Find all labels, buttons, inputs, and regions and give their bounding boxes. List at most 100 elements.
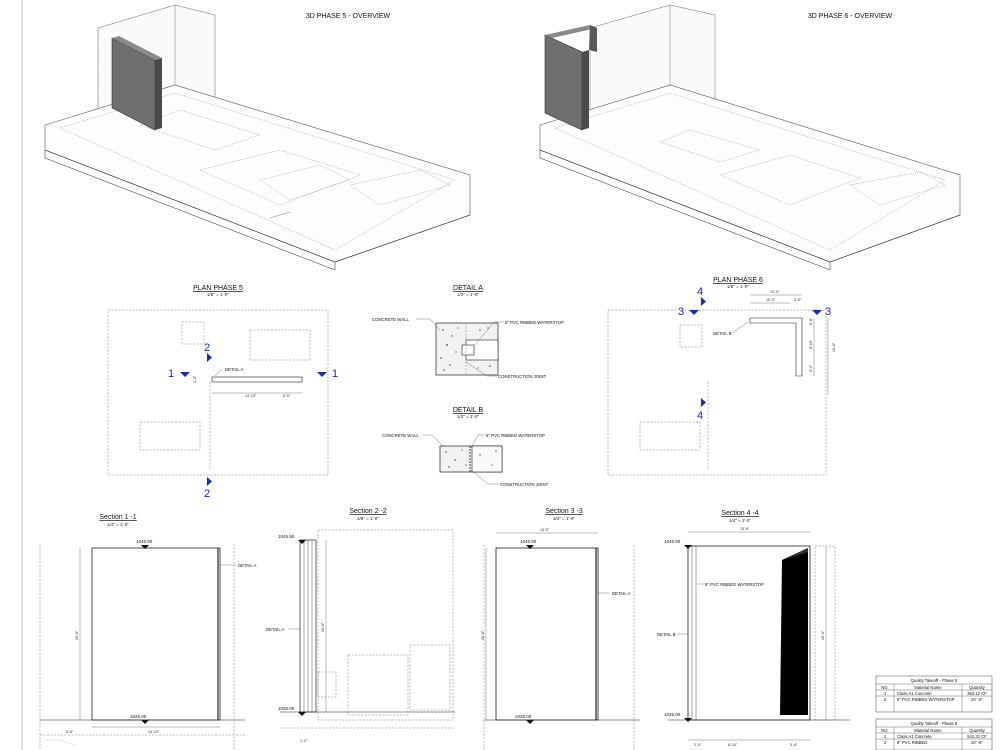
section1-elev-bot: 1025.00 bbox=[130, 714, 147, 719]
phase6-3d-title: 3D PHASE 6 - OVERVIEW bbox=[808, 13, 893, 20]
table6-cell: 1 bbox=[884, 734, 887, 739]
plan5-title: PLAN PHASE 5 bbox=[193, 285, 243, 292]
table5-cell: 353.12 CF bbox=[967, 691, 987, 696]
plan6-marker-4-bottom: 4 bbox=[697, 410, 703, 422]
table6-header-quantity: Quantity bbox=[969, 728, 986, 733]
section-3-3: Section 3 -3 1/4" = 1'-0" 13'-0" 1045.50… bbox=[481, 508, 640, 750]
section3-dim-h: 20'-6" bbox=[481, 630, 485, 640]
table5-cell: Class A1 Concrete bbox=[897, 691, 932, 696]
plan6-dim-b: 10'-0" bbox=[766, 298, 776, 302]
detail-a-scale: 1/2" = 1'-0" bbox=[457, 292, 479, 297]
section-1-1: Section 1 -1 1/4" = 1'-0" 1045.50 1025.0… bbox=[39, 514, 257, 750]
table5-cell: 1 bbox=[884, 691, 887, 696]
section2-detail-label: DETAIL A bbox=[266, 627, 285, 632]
plan5-marker-1-left: 1 bbox=[168, 368, 174, 380]
plan6-marker-3-right: 3 bbox=[825, 306, 831, 318]
table6-cell: 541.31 CF bbox=[967, 734, 987, 739]
takeoff-table-phase6: Quality Takeoff - Phase 6 NO. Material N… bbox=[875, 718, 993, 750]
section1-scale: 1/4" = 1'-0" bbox=[107, 522, 129, 527]
plan6-dim-e: 13'-6" bbox=[832, 342, 836, 352]
detail-b-note-wall: CONCRETE WALL bbox=[382, 433, 419, 438]
plan5-dim-b: 5'-5" bbox=[283, 394, 291, 398]
plan6-detail-label: DETAIL B bbox=[713, 331, 732, 336]
detail-b-note-waterstop: 6" PVC RIBBED WATERSTOP bbox=[486, 433, 545, 438]
section3-wall bbox=[495, 547, 599, 721]
section4-title: Section 4 -4 bbox=[721, 510, 758, 517]
phase6-3d-view: 3D PHASE 6 - OVERVIEW bbox=[539, 4, 961, 271]
table6-cell: 6" PVC RIBBED bbox=[897, 740, 927, 745]
section1-wall bbox=[91, 547, 221, 721]
plan6-dim-c: 2'-0" bbox=[794, 298, 802, 302]
section4-dim-b2: 3'-4" bbox=[790, 743, 798, 747]
section1-title: Section 1 -1 bbox=[99, 514, 136, 521]
section2-title: Section 2 -2 bbox=[349, 508, 386, 515]
section3-scale: 1/4" = 1'-0" bbox=[553, 516, 575, 521]
plan5-dim-c: 1'-2" bbox=[193, 375, 197, 383]
plan5-marker-2-top: 2 bbox=[204, 342, 210, 354]
section4-black-wedge bbox=[780, 548, 808, 715]
detail-b-title: DETAIL B bbox=[453, 407, 484, 414]
section4-scale: 1/4" = 1'-0" bbox=[729, 518, 751, 523]
section1-dim-w: 14'-10" bbox=[148, 730, 160, 734]
plan6-title: PLAN PHASE 6 bbox=[713, 277, 763, 284]
plan5-wall bbox=[211, 376, 303, 383]
detail-a-title: DETAIL A bbox=[453, 285, 483, 292]
plan5-marker-2-bottom: 2 bbox=[204, 488, 210, 500]
section4-dim-b3: 2'-0" bbox=[694, 743, 702, 747]
table6-cell: 20' -6" bbox=[971, 740, 983, 745]
section3-elev-top: 1045.50 bbox=[520, 539, 537, 544]
section3-title: Section 3 -3 bbox=[545, 508, 582, 515]
table5-cell: 2 bbox=[884, 697, 887, 702]
plan6-dim-f: 3'-4" bbox=[809, 364, 813, 372]
detail-b: DETAIL B 1/2" = 1'-0" CONCRETE WALL 6" P… bbox=[382, 407, 549, 487]
plan5-scale: 1/8" = 1'-0" bbox=[207, 292, 229, 297]
section4-dim-b1: 8'-10" bbox=[728, 743, 738, 747]
plan-phase6: PLAN PHASE 6 1/8" = 1'-0" DETAIL B 13'-0… bbox=[607, 277, 836, 476]
plan5-marker-1-right: 1 bbox=[332, 368, 338, 380]
table5-title: Quality Takeoff - Phase 5 bbox=[911, 678, 958, 683]
section1-dim-h: 20'-6" bbox=[75, 630, 79, 640]
detail-a: DETAIL A 1/2" = 1'-0" CONCRETE WALL 6" P… bbox=[372, 285, 564, 379]
phase5-3d-title: 3D PHASE 5 - OVERVIEW bbox=[306, 13, 391, 20]
section3-detail-label: DETAIL A bbox=[612, 591, 631, 596]
section2-dim-b: 1'-2" bbox=[300, 739, 308, 743]
takeoff-table-phase5: Quality Takeoff - Phase 5 NO. Material N… bbox=[875, 675, 993, 713]
plan6-dim-d: 8'-10" bbox=[809, 339, 813, 349]
section4-detail-label: DETAIL B bbox=[657, 632, 676, 637]
table5-cell: 20' -6" bbox=[971, 697, 983, 702]
plan6-marker-3-left: 3 bbox=[678, 306, 684, 318]
detail-b-scale: 1/2" = 1'-0" bbox=[457, 414, 479, 419]
table5-header-no: NO. bbox=[881, 685, 888, 690]
plan-phase5: PLAN PHASE 5 1/8" = 1'-0" DETAIL A 14'-1… bbox=[107, 285, 338, 500]
plan5-dim-a: 14'-10" bbox=[245, 394, 257, 398]
phase6-wall bbox=[544, 34, 583, 131]
table6-cell: Class A1 Concrete bbox=[897, 734, 932, 739]
table5-header-quantity: Quantity bbox=[969, 685, 986, 690]
section2-elev-bot: 1025.00 bbox=[278, 706, 295, 711]
detail-a-note-joint: CONSTRUCTION JOINT bbox=[498, 374, 547, 379]
section4-note-waterstop: 6" PVC RIBBED WATERSTOP bbox=[705, 582, 764, 587]
plan5-detail-label: DETAIL A bbox=[225, 367, 244, 372]
plan6-marker-4-top: 4 bbox=[697, 286, 703, 298]
section3-dim-w: 13'-0" bbox=[540, 528, 550, 532]
table6-header-material: Material Name bbox=[914, 728, 942, 733]
section2-dim-h: 20'-6" bbox=[321, 622, 325, 632]
section1-dim-l: 5'-5" bbox=[66, 730, 74, 734]
section2-elev-top: 1045.50 bbox=[278, 534, 295, 539]
table6-header-no: NO. bbox=[881, 728, 888, 733]
table6-title: Quality Takeoff - Phase 6 bbox=[911, 721, 958, 726]
plan6-l-wall bbox=[749, 317, 803, 377]
detail-a-note-wall: CONCRETE WALL bbox=[372, 317, 409, 322]
section4-elev-top: 1045.50 bbox=[664, 539, 681, 544]
plan6-dim-g: 0'-8" bbox=[809, 317, 813, 325]
section-2-2: Section 2 -2 1/8" = 1'-0" 1045.50 1025.0… bbox=[266, 508, 455, 743]
table5-header-material: Material Name bbox=[914, 685, 942, 690]
plan6-scale: 1/8" = 1'-0" bbox=[727, 284, 749, 289]
section1-elev-top: 1045.50 bbox=[136, 539, 153, 544]
section4-elev-bot: 1025.00 bbox=[664, 712, 681, 717]
section2-scale: 1/8" = 1'-0" bbox=[357, 516, 379, 521]
table5-cell: 6" PVC RIBBED WATERSTOP bbox=[897, 697, 955, 702]
section4-dim-w: 13'-6" bbox=[740, 527, 750, 531]
table6-cell: 2 bbox=[884, 740, 887, 745]
